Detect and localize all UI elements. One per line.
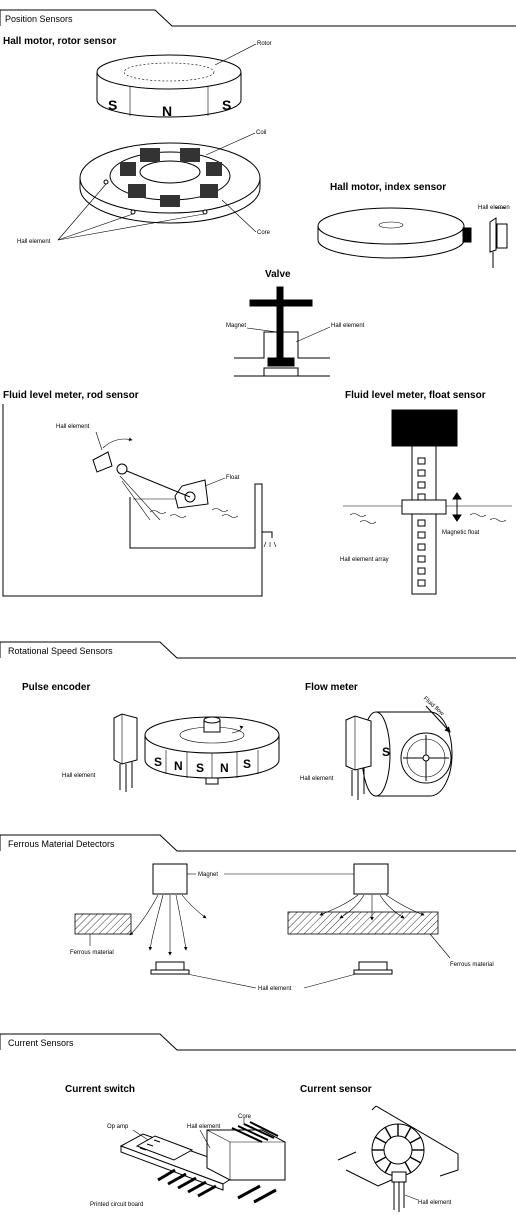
section-title-position: Position Sensors — [5, 14, 73, 24]
title-current-sensor: Current sensor — [300, 1084, 372, 1095]
label-rotor: Rotor — [257, 41, 272, 47]
ferrous-detector-diagram: Magnet Ferrous material Ferrous material… — [70, 863, 494, 992]
section-title-ferrous: Ferrous Material Detectors — [8, 839, 115, 849]
encoder-magnet-n-2: N — [220, 761, 229, 775]
hall-rotor-diagram: Hall motor, rotor sensor S N S Rotor — [3, 36, 272, 245]
encoder-magnet-s-3: S — [243, 757, 251, 771]
label-magnet-valve: Magnet — [226, 323, 246, 329]
label-hall-element-rod: Hall element — [56, 424, 90, 430]
section-tab-rotational: Rotational Speed Sensors — [0, 641, 516, 659]
label-printed-circuit-board: Printed circuit board — [90, 1202, 143, 1208]
label-core-switch: Core — [238, 1114, 252, 1120]
title-current-switch: Current switch — [65, 1084, 135, 1095]
label-hall-element-valve: Hall element — [331, 323, 365, 329]
section-title-current: Current Sensors — [8, 1038, 74, 1048]
current-sensor-diagram: Current sensor Hall element — [300, 1084, 459, 1212]
label-hall-element-ferrous: Hall element — [258, 986, 292, 992]
rotor-magnet-s-right: S — [222, 97, 231, 113]
title-hall-index: Hall motor, index sensor — [330, 182, 446, 193]
valve-diagram: Valve Magnet Hall element — [226, 269, 365, 377]
section-tab-current: Current Sensors — [0, 1033, 516, 1051]
section-tab-position: Position Sensors — [0, 9, 516, 27]
encoder-magnet-s-1: S — [154, 755, 162, 769]
encoder-magnet-n-1: N — [174, 759, 183, 773]
pulse-encoder-diagram: Pulse encoder Hall element S N S N S — [22, 682, 280, 792]
section-tab-ferrous: Ferrous Material Detectors — [0, 834, 516, 852]
title-fluid-rod: Fluid level meter, rod sensor — [3, 390, 139, 401]
label-hall-element-index: Hall elemen — [478, 205, 510, 211]
fluid-float-diagram: Fluid level meter, float sensor Magnetic… — [340, 390, 512, 595]
flow-meter-diagram: Flow meter S Fluid flow Hall element — [300, 682, 453, 800]
label-magnetic-float: Magnetic float — [442, 530, 480, 536]
label-hall-element-switch: Hall element — [187, 1124, 221, 1130]
title-flow-meter: Flow meter — [305, 682, 358, 693]
label-core: Core — [257, 230, 271, 236]
label-float: Float — [226, 475, 240, 481]
current-switch-diagram: Current switch Core Hall element Op amp … — [65, 1084, 286, 1208]
label-hall-element-current: Hall element — [418, 1200, 452, 1206]
title-fluid-float: Fluid level meter, float sensor — [345, 390, 486, 401]
label-ferrous-material-left: Ferrous material — [70, 950, 114, 956]
label-hall-element-flow: Hall element — [300, 776, 334, 782]
hall-element-array-cells — [417, 457, 426, 587]
label-magnet-ferrous: Magnet — [198, 872, 218, 878]
fluid-rod-diagram: Fluid level meter, rod sensor Hall eleme… — [2, 390, 277, 597]
label-hall-element-rotor: Hall element — [17, 239, 51, 245]
pcb-traces — [157, 1168, 277, 1204]
rotor-magnet-n: N — [162, 103, 172, 119]
title-pulse-encoder: Pulse encoder — [22, 682, 90, 693]
flow-magnet-s: S — [382, 745, 390, 759]
toroid-windings — [372, 1124, 424, 1174]
section-title-rotational: Rotational Speed Sensors — [8, 646, 113, 656]
label-hall-element-encoder: Hall element — [62, 773, 96, 779]
rotor-magnet-s-left: S — [108, 97, 117, 113]
label-ferrous-material-right: Ferrous material — [450, 962, 494, 968]
title-valve: Valve — [265, 269, 291, 280]
title-hall-rotor: Hall motor, rotor sensor — [3, 36, 116, 47]
encoder-magnet-s-2: S — [196, 761, 204, 775]
label-op-amp: Op amp — [107, 1124, 129, 1130]
label-coil: Coil — [256, 130, 266, 136]
hall-index-diagram: Hall motor, index sensor Hall elemen — [317, 182, 510, 268]
label-hall-element-array: Hall element array — [340, 557, 389, 563]
